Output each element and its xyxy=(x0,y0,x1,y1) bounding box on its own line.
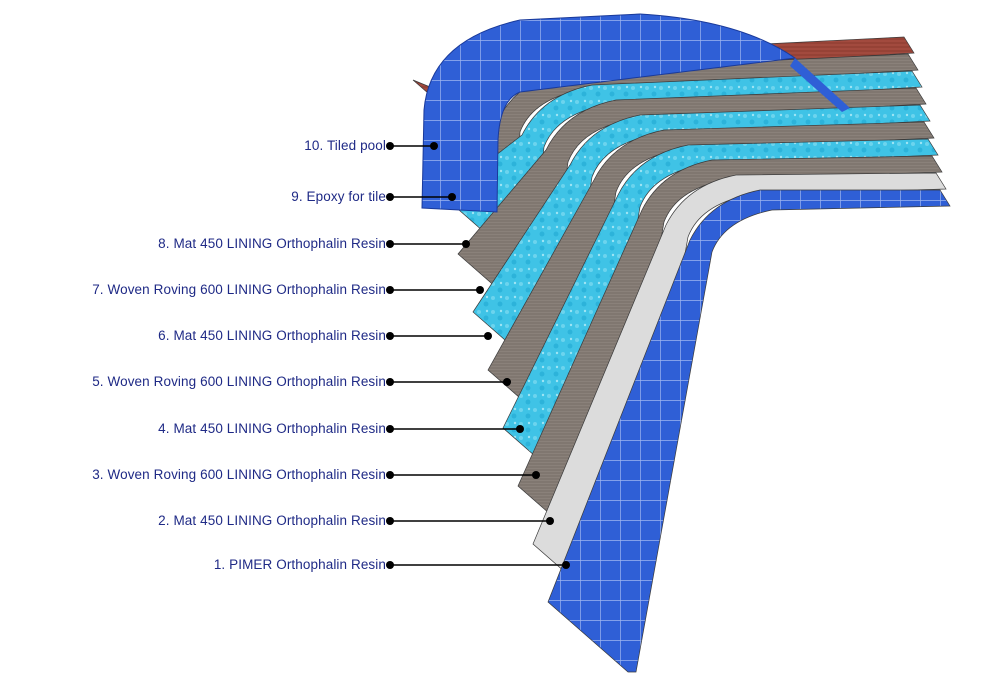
tile-layer xyxy=(547,189,951,673)
layer-label: 7. Woven Roving 600 LINING Orthophalin R… xyxy=(92,282,386,297)
leader-dot xyxy=(386,193,394,201)
leader-dot xyxy=(430,142,438,150)
mat-layer-2 xyxy=(427,53,919,209)
leader-dot xyxy=(448,193,456,201)
leader-dot xyxy=(562,561,570,569)
woven-layer-7 xyxy=(502,138,939,499)
layer-label: 2. Mat 450 LINING Orthophalin Resin xyxy=(158,513,386,528)
leader-dot xyxy=(386,471,394,479)
layer-label: 3. Woven Roving 600 LINING Orthophalin R… xyxy=(92,467,386,482)
layer-label: 4. Mat 450 LINING Orthophalin Resin xyxy=(158,421,386,436)
leader-dot xyxy=(386,286,394,294)
mat-layer-8 xyxy=(517,155,943,557)
leader-dot xyxy=(462,240,470,248)
leader-dot xyxy=(503,378,511,386)
leader-dot xyxy=(484,332,492,340)
leader-dot xyxy=(532,471,540,479)
tile-rim xyxy=(790,58,850,112)
layer-label: 1. PIMER Orthophalin Resin xyxy=(213,557,386,572)
leader-dot xyxy=(386,517,394,525)
woven-layer-5 xyxy=(472,104,931,383)
leader-dot xyxy=(386,332,394,340)
leader-dot xyxy=(386,378,394,386)
leader-dot xyxy=(386,425,394,433)
layer-label: 5. Woven Roving 600 LINING Orthophalin R… xyxy=(92,374,386,389)
layer-label: 6. Mat 450 LINING Orthophalin Resin xyxy=(158,328,386,343)
woven-layer-3 xyxy=(442,70,923,267)
layer-label: 8. Mat 450 LINING Orthophalin Resin xyxy=(158,236,386,251)
mat-layer-4 xyxy=(457,87,927,325)
mat-layer-6 xyxy=(487,121,935,441)
leader-dot xyxy=(546,517,554,525)
leader-dot xyxy=(386,240,394,248)
tiled-cap xyxy=(421,13,797,213)
leader-dot xyxy=(386,561,394,569)
layer-label: 9. Epoxy for tile xyxy=(291,189,386,204)
leader-dot xyxy=(386,142,394,150)
leader-dot xyxy=(516,425,524,433)
layer-label: 10. Tiled pool xyxy=(304,138,386,153)
leader-dot xyxy=(476,286,484,294)
